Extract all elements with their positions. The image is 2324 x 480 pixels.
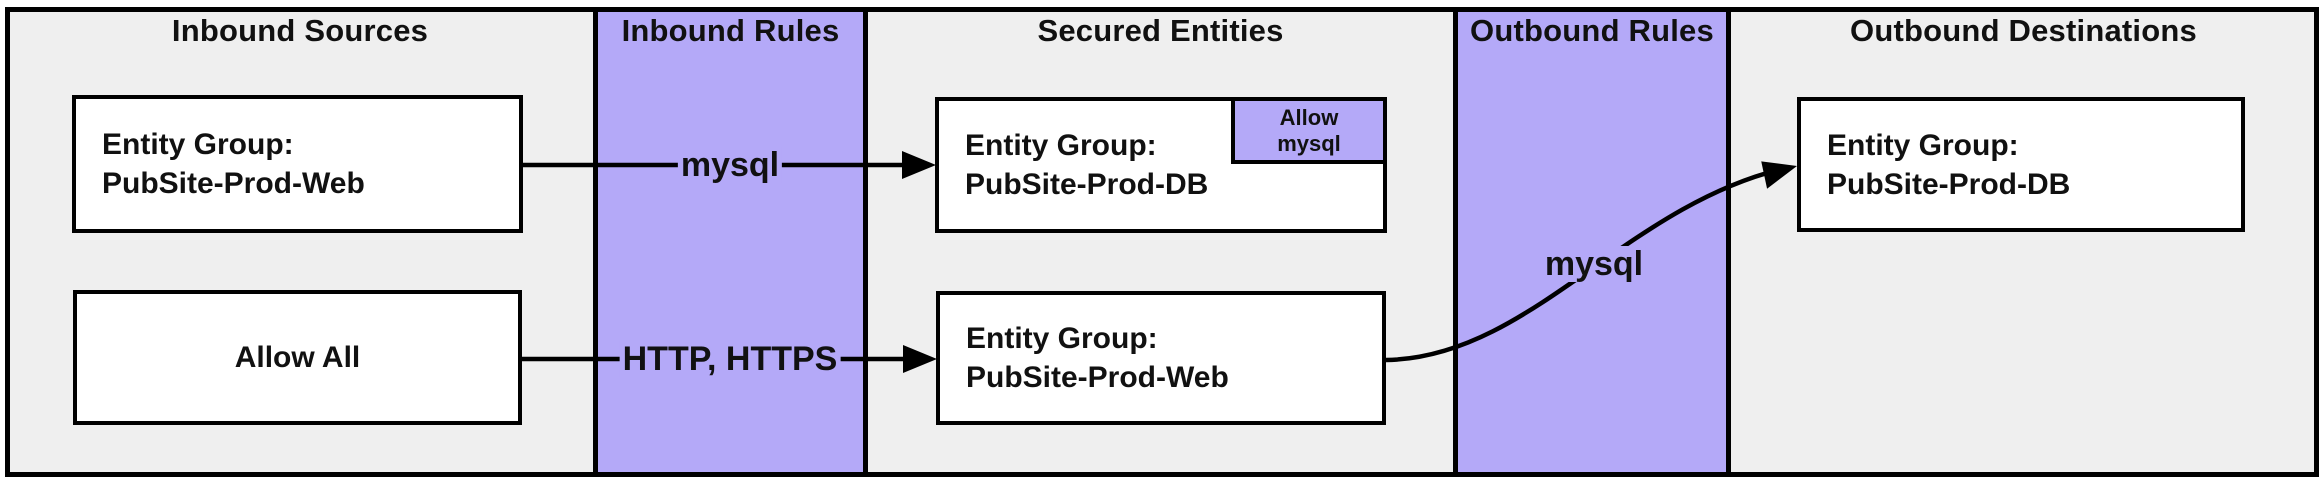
- node-label-line1: Entity Group:: [1827, 128, 2019, 162]
- node-label-line2: PubSite-Prod-DB: [1827, 167, 2071, 201]
- node-allow-all: Allow All: [73, 290, 522, 425]
- outbound-rules-header: Outbound Rules: [1470, 13, 1714, 48]
- inbound-http-https-rule-label: HTTP, HTTPS: [619, 341, 841, 377]
- inbound-rules-column: [593, 7, 868, 477]
- node-destination-entity-group-db: Entity Group: PubSite-Prod-DB: [1797, 97, 2245, 232]
- node-secured-entity-group-web: Entity Group: PubSite-Prod-Web: [936, 291, 1386, 425]
- inbound-mysql-rule-label: mysql: [677, 147, 783, 183]
- allow-mysql-badge: Allow mysql: [1231, 101, 1383, 164]
- node-label-line2: PubSite-Prod-DB: [965, 168, 1209, 201]
- node-label-line1: Entity Group:: [965, 129, 1157, 162]
- badge-label-line2: mysql: [1277, 130, 1341, 156]
- outbound-destinations-header: Outbound Destinations: [1850, 13, 2197, 48]
- node-secured-entity-group-db: Entity Group: PubSite-Prod-DB Allow mysq…: [935, 97, 1387, 233]
- inbound-rules-header: Inbound Rules: [621, 13, 840, 48]
- node-label-line2: PubSite-Prod-Web: [102, 167, 365, 200]
- node-label-line1: Entity Group:: [102, 128, 294, 161]
- inbound-sources-header: Inbound Sources: [171, 13, 429, 48]
- node-label-line1: Entity Group:: [966, 322, 1158, 355]
- secured-entities-header: Secured Entities: [1037, 13, 1284, 48]
- badge-label-line1: Allow: [1279, 104, 1339, 130]
- node-source-entity-group-web: Entity Group: PubSite-Prod-Web: [72, 95, 523, 233]
- node-label: Allow All: [234, 341, 361, 374]
- node-label-line2: PubSite-Prod-Web: [966, 361, 1229, 394]
- outbound-mysql-rule-label: mysql: [1541, 246, 1647, 282]
- outbound-rules-column: [1453, 7, 1731, 477]
